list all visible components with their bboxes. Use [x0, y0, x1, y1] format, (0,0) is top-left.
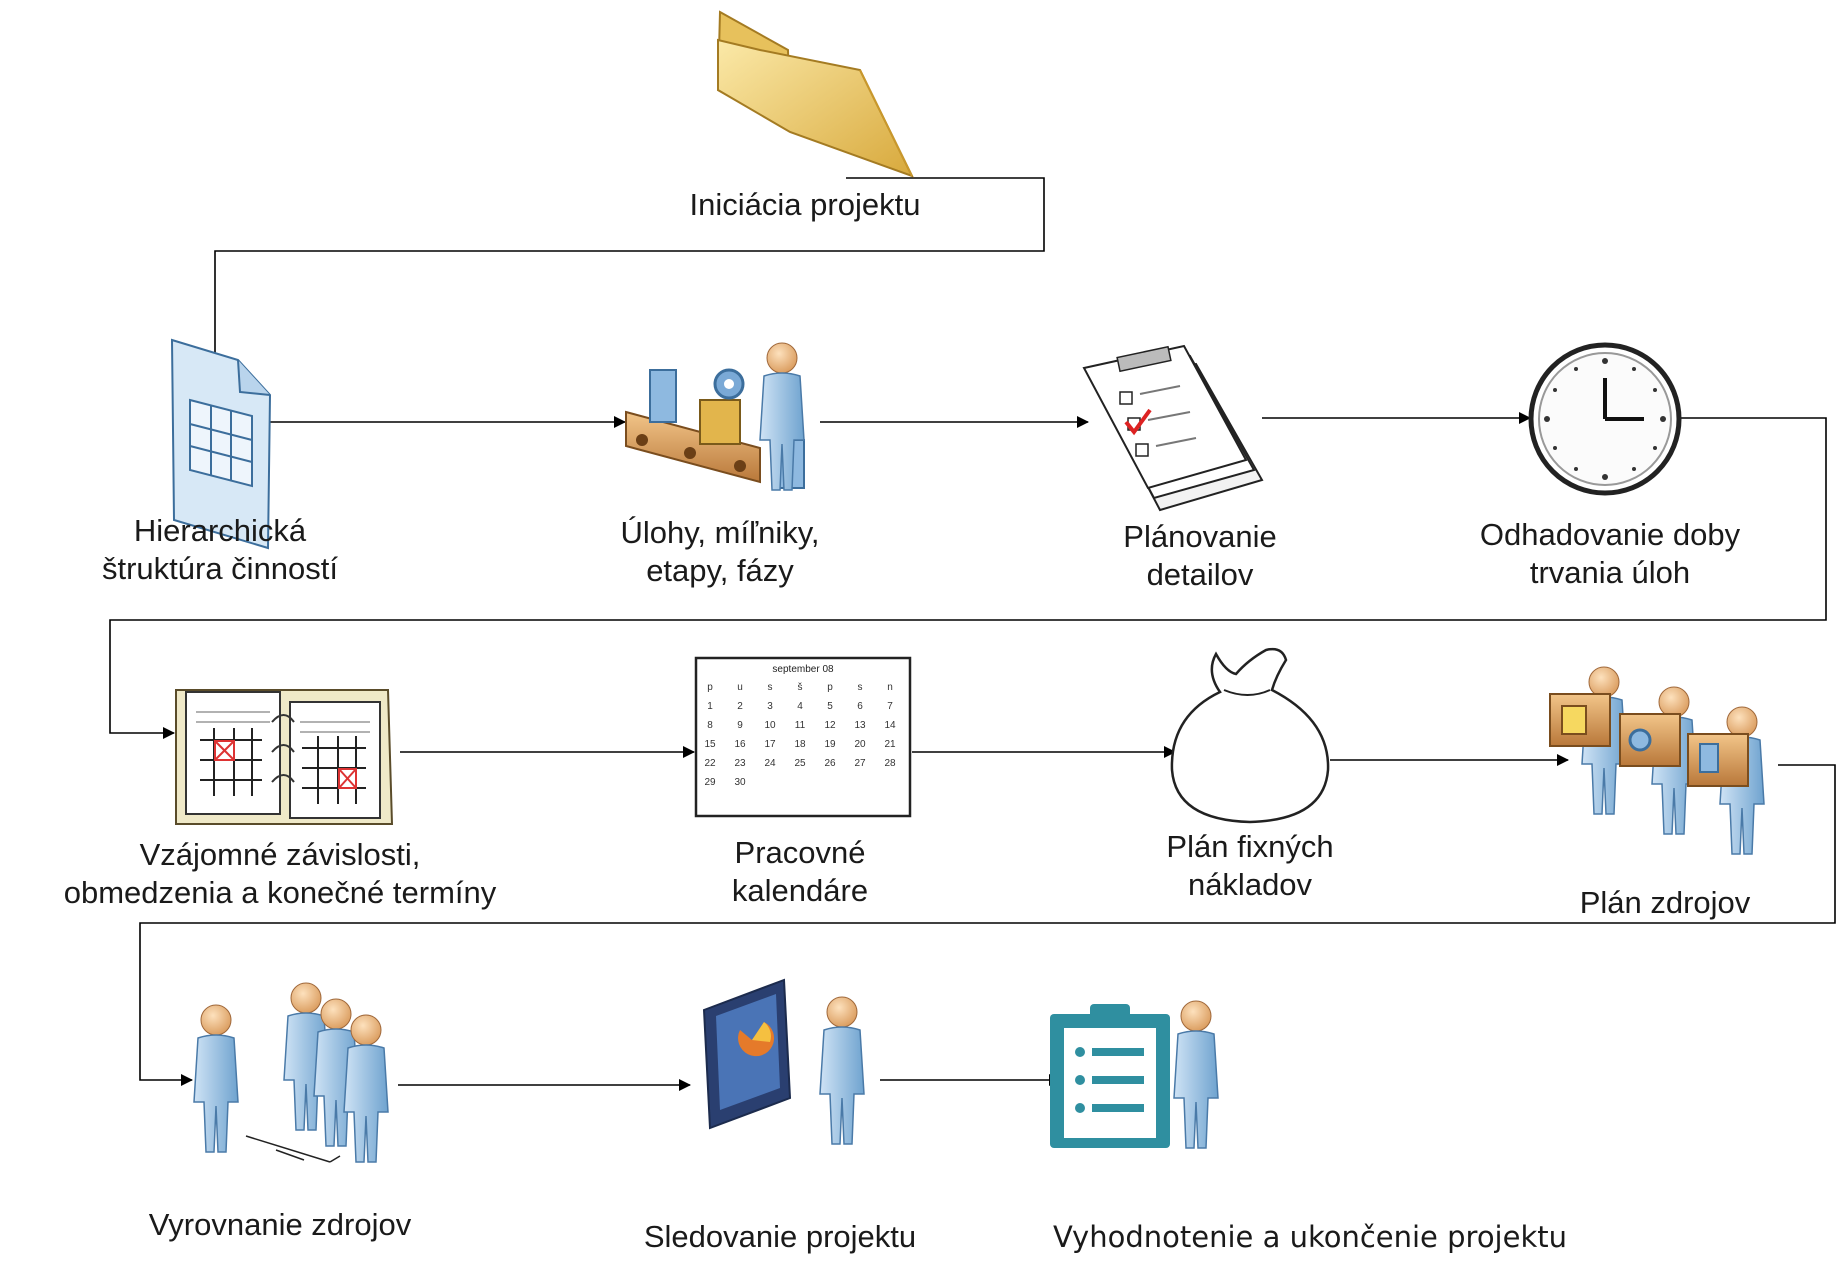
calendar-day: 12	[824, 720, 836, 731]
connector-resources-to-leveling	[139, 764, 1836, 1086]
label-naklady: Plán fixných nákladov	[1100, 828, 1400, 904]
label-hierarchicka: Hierarchická štruktúra činností	[60, 512, 380, 588]
calendar-day: 6	[857, 701, 863, 712]
label-zdroje: Plán zdrojov	[1520, 884, 1810, 922]
calendar-day: 10	[764, 720, 776, 731]
calendar-day: 4	[797, 701, 803, 712]
calendar-day: 30	[734, 777, 746, 788]
label-line: Hierarchická	[133, 513, 307, 548]
label-vyhodnotenie: Vyhodnotenie a ukončenie projektu	[1040, 1218, 1580, 1256]
label-line: etapy, fázy	[646, 553, 794, 588]
label-line: Plán zdrojov	[1579, 885, 1751, 920]
calendar-day: 17	[764, 739, 776, 750]
calendar-day: 15	[704, 739, 716, 750]
label-line: Plánovanie	[1123, 519, 1277, 554]
connector-start-to-wbs	[209, 177, 1045, 367]
label-vyrovnanie: Vyrovnanie zdrojov	[100, 1206, 460, 1244]
calendar-day-header: p	[827, 682, 833, 693]
calendar-day: 5	[827, 701, 833, 712]
label-kalendare: Pracovné kalendáre	[660, 834, 940, 910]
label-line: Vzájomné závislosti,	[139, 837, 421, 872]
label-odhadovanie: Odhadovanie doby trvania úloh	[1420, 516, 1800, 592]
calendar-day: 14	[884, 720, 896, 731]
calendar-day-header: n	[887, 682, 893, 693]
resource-leveling-people-icon	[193, 982, 389, 1163]
calendar-day: 1	[707, 701, 713, 712]
calendar-day: 13	[854, 720, 866, 731]
calendar-day: 24	[764, 758, 776, 769]
presenter-monitor-icon	[702, 978, 865, 1145]
label-line: nákladov	[1187, 867, 1313, 902]
calendar-day: 23	[734, 758, 746, 769]
label-line: kalendáre	[731, 873, 869, 908]
label-line: detailov	[1146, 557, 1254, 592]
calendar-day-header: s	[858, 682, 863, 693]
label-line: Plán fixných	[1166, 829, 1334, 864]
calendar-day-header: š	[798, 682, 803, 693]
workers-with-boxes-icon	[1549, 666, 1765, 855]
connector-lines	[109, 177, 1836, 1091]
label-ulohy: Úlohy, míľniky, etapy, fázy	[570, 514, 870, 590]
calendar-day-header: s	[768, 682, 773, 693]
calendar-day: 3	[767, 701, 773, 712]
spreadsheet-document-icon	[170, 338, 272, 550]
calendar-day: 22	[704, 758, 716, 769]
label-sledovanie: Sledovanie projektu	[600, 1218, 960, 1256]
label-line: štruktúra činností	[101, 551, 339, 586]
calendar-title: september 08	[772, 664, 834, 675]
label-zavislosti: Vzájomné závislosti, obmedzenia a konečn…	[0, 836, 560, 912]
clipboard-person-icon	[1050, 1000, 1219, 1149]
label-line: obmedzenia a konečné termíny	[63, 875, 497, 910]
assembly-line-worker-icon	[625, 342, 805, 491]
label-line: Odhadovanie doby	[1479, 517, 1741, 552]
calendar-day: 20	[854, 739, 866, 750]
label-line: Vyrovnanie zdrojov	[148, 1207, 412, 1242]
calendar-day: 25	[794, 758, 806, 769]
label-line: Pracovné	[734, 835, 866, 870]
calendar-day-header: p	[707, 682, 713, 693]
connector-estimate-to-dependencies	[109, 417, 1827, 739]
calendar-day: 29	[704, 777, 716, 788]
calendar-day: 11	[795, 720, 806, 731]
calendar-day: 2	[737, 701, 743, 712]
money-bag-icon	[1170, 647, 1330, 824]
calendar-day: 27	[854, 758, 866, 769]
label-line: trvania úloh	[1529, 555, 1691, 590]
calendar-day: 18	[794, 739, 806, 750]
label-line: Sledovanie projektu	[643, 1219, 917, 1254]
calendar-day: 26	[824, 758, 836, 769]
calendar-day-header: u	[737, 682, 743, 693]
calendar-day: 7	[887, 701, 893, 712]
label-line: Vyhodnotenie a ukončenie projektu	[1053, 1220, 1567, 1254]
calendar-day: 19	[824, 739, 836, 750]
planner-book-icon	[175, 689, 394, 825]
label-line: Úlohy, míľniky,	[620, 515, 820, 550]
clock-icon	[1528, 342, 1682, 496]
folder-icon	[716, 10, 914, 178]
calendar-day: 21	[884, 739, 896, 750]
label-line: Iniciácia projektu	[689, 187, 921, 222]
label-iniciacia: Iniciácia projektu	[650, 186, 960, 224]
calendar-day: 16	[734, 739, 746, 750]
calendar-day: 8	[707, 720, 713, 731]
calendar-day: 9	[737, 720, 743, 731]
checklist-icon	[1082, 344, 1264, 512]
label-planovanie: Plánovanie detailov	[1060, 518, 1340, 594]
calendar-day: 28	[884, 758, 896, 769]
